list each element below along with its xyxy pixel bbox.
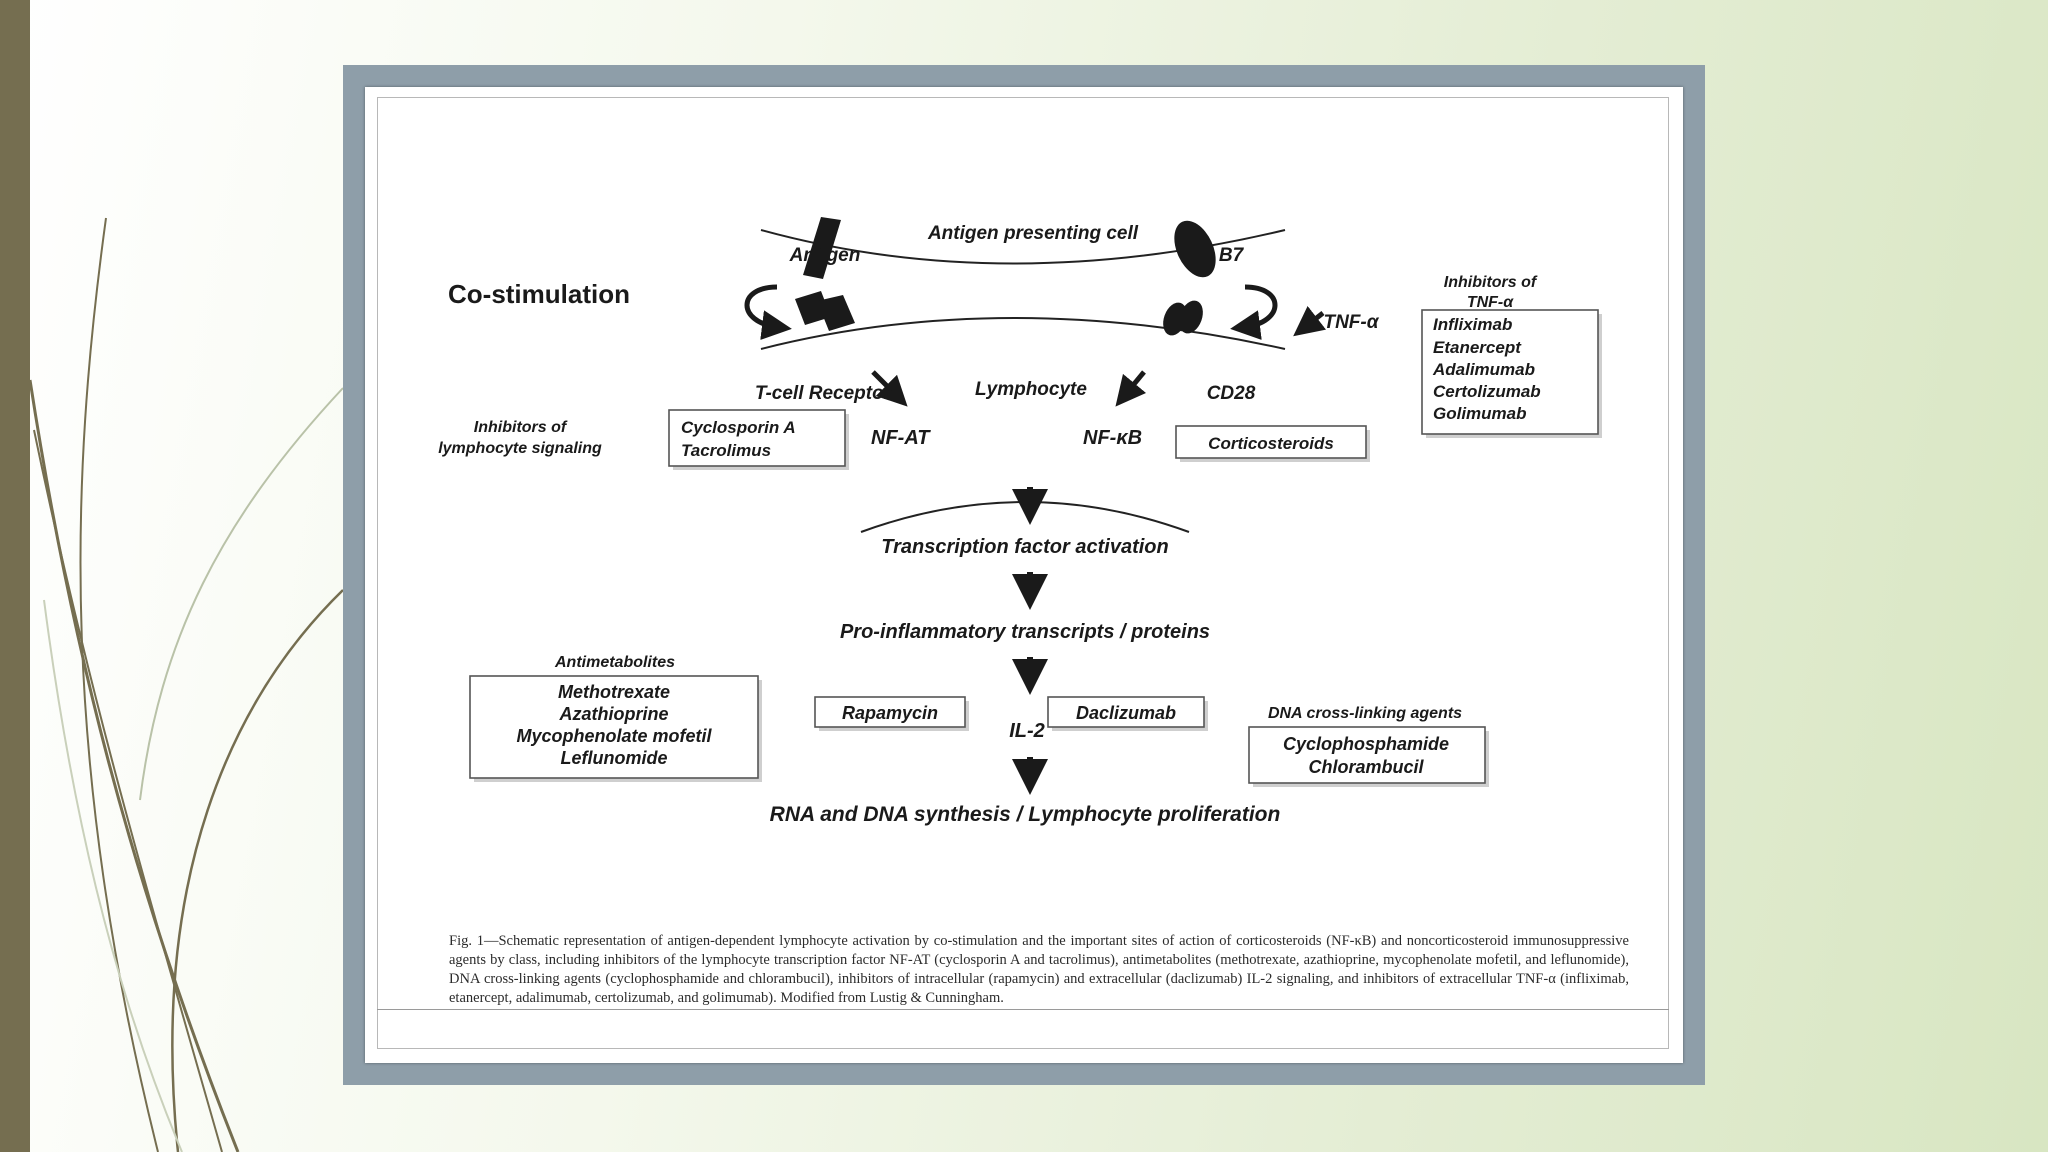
tnf-label: TNF-α [1323,312,1379,333]
antimetabolites-box [469,675,759,779]
nfat-arrow [871,370,908,407]
cd28-shape-2 [1179,300,1203,334]
antimetabolites-title: Antimetabolites [554,654,675,671]
nfkb-label: NF-κB [1083,427,1142,449]
b7-label: B7 [1219,245,1245,266]
lymphocyte-label: Lymphocyte [975,379,1087,400]
tnf-inhibitors-box [1421,309,1599,435]
tnf-inhibitor-3: Adalimumab [1432,360,1535,379]
antimetabolite-3: Mycophenolate mofetil [516,726,712,746]
rna-dna-synthesis-label: RNA and DNA synthesis / Lymphocyte proli… [770,803,1281,826]
tnf-arrow [1293,305,1327,337]
il2-label: IL-2 [1009,720,1045,742]
nfat-label: NF-AT [871,427,931,449]
apc-label: Antigen presenting cell [927,223,1139,244]
rapamycin-box [814,696,966,728]
lymphocyte-membrane [760,317,1286,350]
rapamycin-label: Rapamycin [842,703,938,723]
proinflammatory-label: Pro-inflammatory transcripts / proteins [840,621,1210,643]
antigen-label: Antigen [789,245,861,266]
cd28-label: CD28 [1207,383,1256,404]
tcr-shape-2 [817,295,855,331]
dna-agents-box [1248,726,1486,784]
antimetabolite-4: Leflunomide [561,748,668,768]
tnf-inhibitor-2: Etanercept [1433,338,1522,357]
tnf-inhibitor-4: Certolizumab [1433,382,1541,401]
slide-accent-bar [0,0,30,1152]
figure-bottom-rule [377,1009,1669,1010]
b7-shape [1174,220,1216,278]
lymph-inhibitors-title-1: Inhibitors of [474,419,568,436]
tnf-inhibitors-title-1: Inhibitors of [1444,274,1538,291]
figure-caption: Fig. 1—Schematic representation of antig… [449,933,1629,1006]
lymphocyte-activation-diagram: Antigen presenting cell Antigen B7 Co-st… [438,217,1602,826]
cyclosporin-box [668,409,846,467]
nucleus-arc [860,501,1190,533]
costim-arrow-left [744,284,792,341]
figure-inner-border [377,97,1669,1049]
nfkb-arrow [1115,370,1147,407]
lymph-inhibitors-title-2: lymphocyte signaling [438,440,602,457]
dna-agents-title: DNA cross-linking agents [1268,705,1462,722]
costim-label: Co-stimulation [448,279,630,309]
transcription-activation-label: Transcription factor activation [881,536,1168,558]
cyclosporin-item-1: Cyclosporin A [681,418,796,437]
decorative-swoosh-lines [28,217,344,1152]
costim-arrow-right [1230,284,1278,341]
daclizumab-box [1047,696,1205,728]
cyclosporin-item-2: Tacrolimus [681,441,771,460]
dna-agent-2: Chlorambucil [1308,757,1424,777]
daclizumab-label: Daclizumab [1076,703,1176,723]
tcr-shape-1 [795,291,831,325]
dna-agent-1: Cyclophosphamide [1283,734,1449,754]
tnf-inhibitors-title-2: TNF-α [1467,294,1514,311]
corticosteroids-label: Corticosteroids [1208,434,1334,453]
figure-paper: Antigen presenting cell Antigen B7 Co-st… [365,87,1683,1063]
tnf-inhibitor-5: Golimumab [1433,404,1527,423]
tcr-label: T-cell Receptor [755,383,893,404]
tnf-inhibitor-1: Infliximab [1433,315,1512,334]
figure-frame: Antigen presenting cell Antigen B7 Co-st… [343,65,1705,1085]
antimetabolite-2: Azathioprine [558,704,668,724]
antigen-shape [803,217,841,279]
corticosteroids-box [1175,425,1367,459]
antimetabolite-1: Methotrexate [558,682,670,702]
